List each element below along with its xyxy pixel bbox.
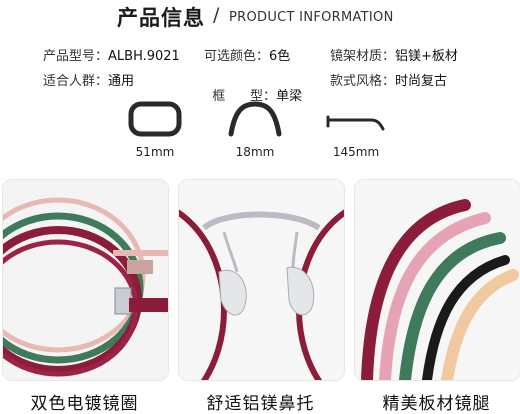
acetate-temples-photo	[354, 179, 520, 381]
spec-style: 款式风格：时尚复古	[330, 70, 447, 89]
nose-pad-photo	[178, 179, 345, 381]
temple-length-value: 145mm	[332, 145, 380, 159]
title-separator: /	[213, 4, 220, 26]
spec-label: 产品型号：	[43, 49, 109, 64]
temple-length-icon	[326, 115, 385, 131]
lens-width-value: 51mm	[135, 145, 175, 159]
spec-value: ALBH.9021	[108, 49, 180, 64]
feature-caption: 双色电镀镜圈	[30, 394, 139, 414]
feature-caption: 精美板材镜腿	[382, 394, 491, 414]
spec-label: 镜架材质：	[330, 49, 396, 64]
feature-caption: 舒适铝镁鼻托	[206, 394, 315, 414]
spec-label: 款式风格：	[330, 74, 396, 89]
spec-value: 铝镁+板材	[395, 49, 458, 64]
page-subtitle: PRODUCT INFORMATION	[229, 10, 394, 25]
lens-width-icon	[128, 101, 182, 137]
page-title: 产品信息	[117, 6, 205, 30]
double-color-rim-photo	[2, 179, 169, 381]
spec-value: 单梁	[276, 89, 303, 104]
spec-colors: 可选颜色：6色	[204, 45, 290, 64]
spec-label: 可选颜色：	[204, 49, 270, 64]
spec-material: 镜架材质：铝镁+板材	[330, 45, 458, 64]
spec-value: 通用	[108, 74, 135, 89]
spec-value: 时尚复古	[395, 74, 448, 89]
bridge-width-value: 18mm	[235, 145, 275, 159]
spec-label: 适合人群：	[43, 74, 109, 89]
spec-audience: 适合人群：通用	[43, 70, 134, 89]
bridge-width-icon	[228, 101, 282, 137]
spec-value: 6色	[269, 49, 291, 64]
spec-label: 框 型：	[212, 89, 277, 104]
spec-frame-type: 框 型：单梁	[204, 70, 302, 104]
spec-model: 产品型号：ALBH.9021	[43, 45, 180, 64]
